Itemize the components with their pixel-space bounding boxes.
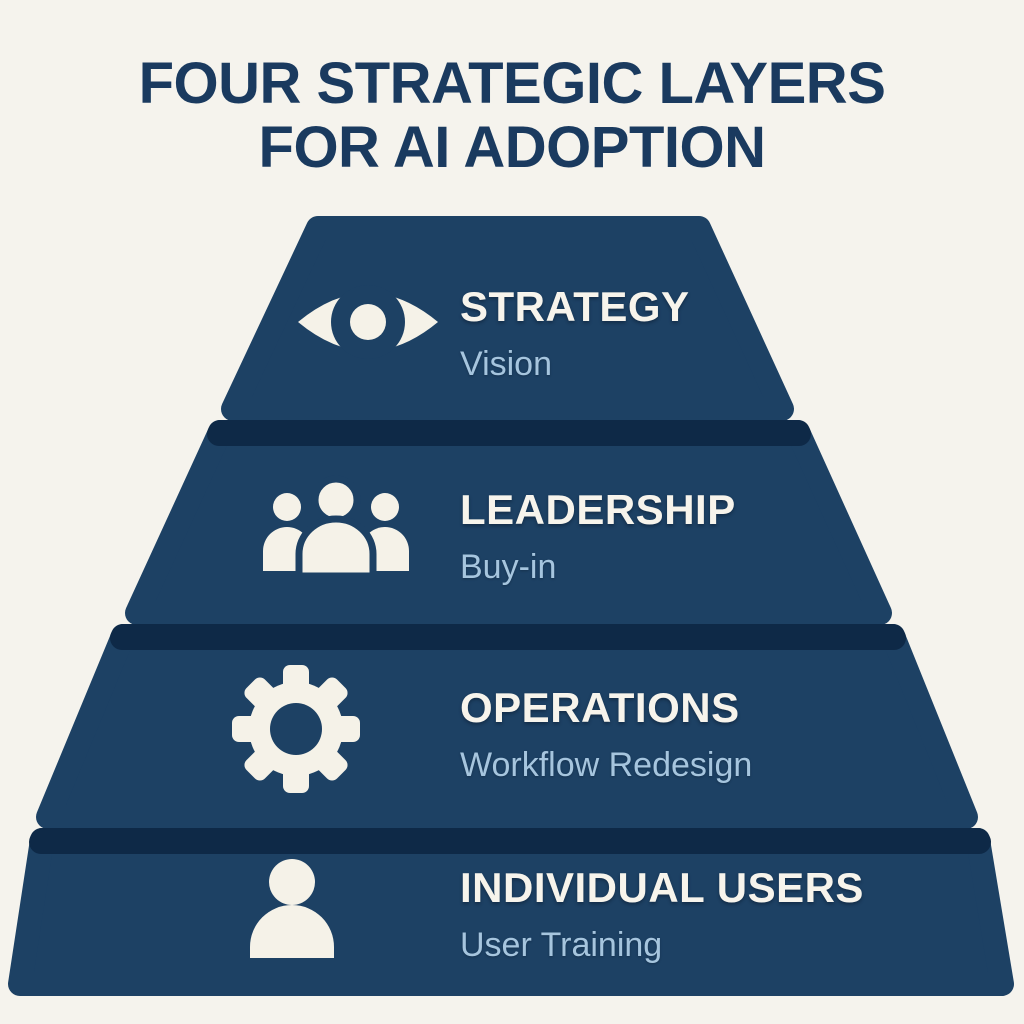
page-title-line2: FOR AI ADOPTION	[258, 115, 766, 180]
gear-hole	[270, 703, 322, 755]
eye-icon	[298, 285, 438, 359]
people-icon	[263, 475, 409, 580]
layer-title: STRATEGY	[460, 283, 690, 330]
strategy-trapezoid	[221, 216, 794, 421]
eye-pupil	[350, 304, 386, 340]
leadership-top-shadow	[207, 420, 811, 446]
person-icon	[250, 859, 334, 958]
layer-text-operations: OPERATIONS Workflow Redesign	[460, 684, 752, 785]
pyramid-layer-strategy	[221, 216, 794, 421]
person-back-right-head	[371, 493, 399, 521]
person-body	[250, 905, 334, 958]
gear-icon	[232, 665, 360, 793]
layer-title: LEADERSHIP	[460, 486, 736, 533]
operations-top-shadow	[110, 624, 906, 650]
person-front-body	[295, 515, 377, 580]
page-title-line1: FOUR STRATEGIC LAYERS	[138, 51, 886, 116]
person-front-head	[311, 475, 361, 525]
layer-subtitle: User Training	[460, 926, 663, 964]
layer-title: OPERATIONS	[460, 684, 740, 731]
pyramid-layer-individual-users	[8, 828, 1014, 996]
layer-text-strategy: STRATEGY Vision	[460, 283, 690, 384]
person-back-left-head	[273, 493, 301, 521]
layer-subtitle: Workflow Redesign	[460, 746, 753, 784]
layer-subtitle: Vision	[460, 345, 552, 383]
individual-users-top-shadow	[29, 828, 991, 854]
layer-subtitle: Buy-in	[460, 548, 557, 586]
layer-text-leadership: LEADERSHIP Buy-in	[460, 486, 736, 587]
person-head	[269, 859, 315, 905]
layer-title: INDIVIDUAL USERS	[460, 864, 864, 911]
pyramid-layer-operations	[36, 624, 978, 829]
layer-text-individual-users: INDIVIDUAL USERS User Training	[460, 864, 864, 965]
pyramid-layer-leadership	[125, 420, 892, 625]
